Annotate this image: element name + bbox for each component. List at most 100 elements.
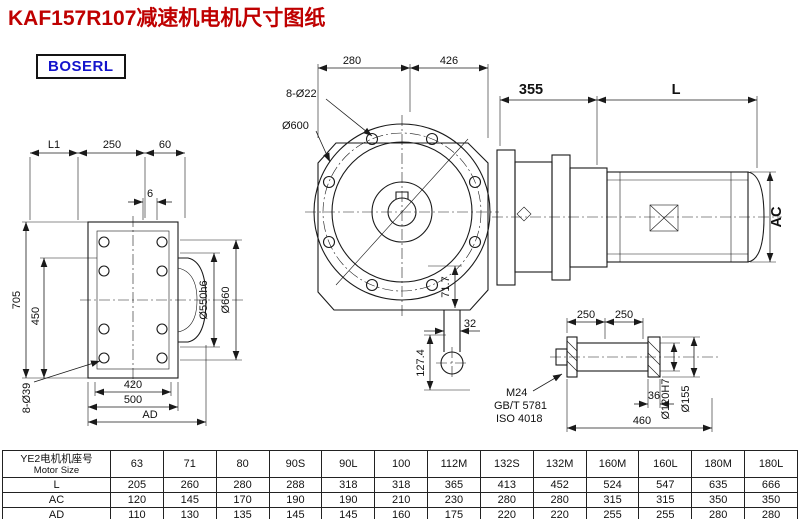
dim-355: 355 [519,82,543,98]
dim-280: 280 [343,55,361,67]
cell: 280 [691,507,746,519]
table-corner-header: YE2电机机座号 Motor Size [2,450,111,478]
dim-127-4: 127.4 [415,349,427,377]
dim-705: 705 [11,291,23,309]
side-view-motor: 355 L AC [492,82,785,286]
cell: 288 [268,477,323,493]
cell: 255 [585,507,640,519]
dim-250b: 250 [615,309,633,321]
front-view: 280 426 8-Ø22 Ø600 71.7 32 127.4 [282,55,499,391]
size-col-header: 90L [321,450,376,478]
cell: 666 [744,477,798,493]
dim-ad: AD [142,409,157,421]
cell: 260 [162,477,217,493]
dim-36: 36 [648,390,660,402]
dim-420: 420 [124,379,142,391]
shaft-detail: 250 250 460 36 Ø120H7 Ø155 M24 GB/T 5781… [494,309,718,432]
dim-71-7: 71.7 [440,276,452,297]
size-col-header: 132M [532,450,587,478]
cell: 170 [215,492,270,508]
size-col-header: 90S [268,450,323,478]
dim-600: Ø600 [282,120,309,132]
cell: 315 [638,492,693,508]
boserl-logo: BOSERL [36,54,126,79]
dim-l1: L1 [48,139,60,151]
motor-size-label-en: Motor Size [33,464,80,476]
size-col-header: 160L [638,450,693,478]
cell: 145 [268,507,323,519]
cell: 160 [374,507,429,519]
size-col-header: 80 [215,450,270,478]
row-label: AD [2,507,111,519]
row-label: AC [2,492,111,508]
cell: 255 [638,507,693,519]
cell: 145 [321,507,376,519]
cell: 210 [374,492,429,508]
dim-660: Ø660 [220,287,232,314]
size-col-header: 71 [162,450,217,478]
dim-500: 500 [124,394,142,406]
cell: 280 [479,492,534,508]
label-m24: M24 [506,387,527,399]
dim-32: 32 [464,318,476,330]
size-col-header: 112M [427,450,481,478]
page-title: KAF157R107减速机电机尺寸图纸 [8,7,326,30]
label-iso-4018: ISO 4018 [496,413,542,425]
cell: 452 [532,477,587,493]
dim-8xd39: 8-Ø39 [21,383,33,414]
cell: 175 [427,507,481,519]
cell: 230 [427,492,481,508]
cell: 413 [479,477,534,493]
dim-460: 460 [633,415,651,427]
dim-450: 450 [30,307,42,325]
cell: 365 [427,477,481,493]
left-view: L1 250 60 6 Ø550h6 Ø660 705 450 [11,139,246,426]
cell: 315 [585,492,640,508]
dim-AC: AC [769,206,785,227]
cell: 547 [638,477,693,493]
size-col-header: 63 [110,450,164,478]
cell: 190 [268,492,323,508]
cell: 280 [744,507,798,519]
table-row-AC: AC 120 145 170 190 190 210 230 280 280 3… [2,492,798,508]
cell: 524 [585,477,640,493]
size-col-header: 160M [585,450,640,478]
cell: 350 [691,492,746,508]
cell: 280 [532,492,587,508]
technical-drawing: L1 250 60 6 Ø550h6 Ø660 705 450 [11,55,785,432]
table-row-AD: AD 110 130 135 145 145 160 175 220 220 2… [2,507,798,519]
cell: 220 [532,507,587,519]
dim-550h6: Ø550h6 [198,280,210,319]
motor-size-label-cn: YE2电机机座号 [20,452,93,465]
cell: 145 [162,492,217,508]
cell: 130 [162,507,217,519]
dim-8xd22: 8-Ø22 [286,88,317,100]
cell: 318 [321,477,376,493]
row-label: L [2,477,111,493]
motor-size-table: YE2电机机座号 Motor Size 63 71 80 90S 90L 100… [2,450,798,519]
cell: 205 [110,477,164,493]
dim-L: L [672,82,681,98]
table-row-L: L 205 260 280 288 318 318 365 413 452 52… [2,477,798,493]
dim-250: 250 [103,139,121,151]
label-gbt-5781: GB/T 5781 [494,400,547,412]
cell: 190 [321,492,376,508]
cell: 280 [215,477,270,493]
cell: 220 [479,507,534,519]
cell: 318 [374,477,429,493]
cell: 635 [691,477,746,493]
size-col-header: 100 [374,450,429,478]
size-col-header: 180M [691,450,746,478]
cell: 350 [744,492,798,508]
cell: 135 [215,507,270,519]
dim-155: Ø155 [680,386,692,413]
size-col-header: 132S [479,450,534,478]
size-col-header: 180L [744,450,798,478]
cell: 110 [110,507,164,519]
dim-426: 426 [440,55,458,67]
dim-250a: 250 [577,309,595,321]
dim-120H7: Ø120H7 [660,379,672,420]
dim-60: 60 [159,139,171,151]
dim-6: 6 [147,188,153,200]
